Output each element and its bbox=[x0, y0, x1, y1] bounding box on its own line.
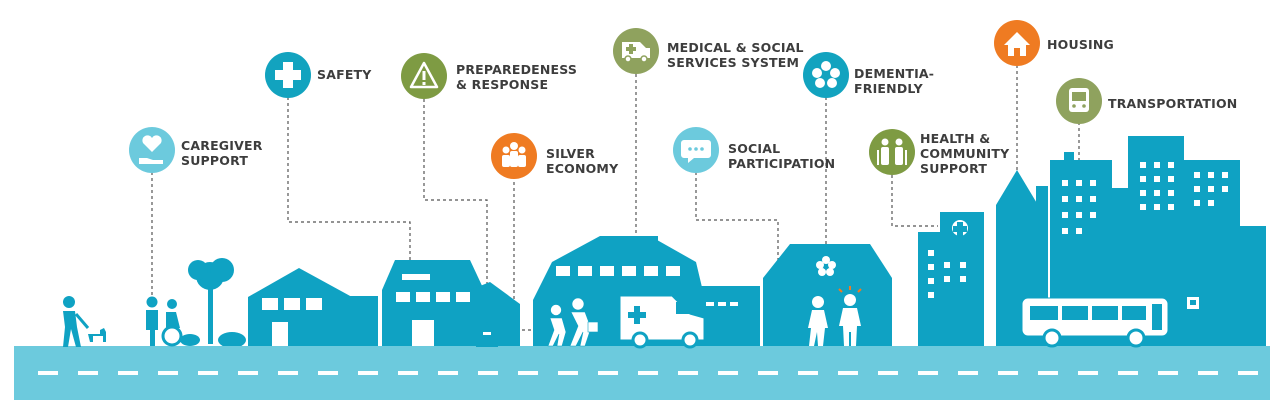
man-walking-dog bbox=[63, 296, 106, 347]
lane-dash bbox=[358, 371, 378, 375]
lane-dash bbox=[518, 371, 538, 375]
lane-dash bbox=[1038, 371, 1058, 375]
hospital-building bbox=[918, 232, 984, 346]
house-left-wing bbox=[338, 296, 378, 346]
lane-dash bbox=[278, 371, 298, 375]
lane-dash bbox=[318, 371, 338, 375]
people-icon bbox=[502, 142, 526, 167]
lane-dash bbox=[758, 371, 778, 375]
lane-dash bbox=[958, 371, 978, 375]
ambulance-icon bbox=[622, 42, 650, 63]
lane-dash bbox=[718, 371, 738, 375]
tree bbox=[180, 258, 246, 348]
house-two-story bbox=[382, 260, 484, 346]
lane-dash bbox=[1158, 371, 1178, 375]
heart-hand-icon bbox=[139, 135, 163, 164]
lane-dash bbox=[638, 371, 658, 375]
lane-dash bbox=[398, 371, 418, 375]
cross-icon bbox=[275, 62, 301, 88]
lane-dash bbox=[78, 371, 98, 375]
bus-icon bbox=[1069, 88, 1089, 112]
bus bbox=[1021, 297, 1169, 348]
housing-label: HOUSING bbox=[1047, 37, 1115, 52]
safety-label: SAFETY bbox=[317, 67, 372, 82]
caregiver-wheelchair bbox=[146, 296, 183, 347]
lane-dash bbox=[238, 371, 258, 375]
lane-dash bbox=[838, 371, 858, 375]
lane-dash bbox=[878, 371, 898, 375]
house-lean-to bbox=[470, 282, 520, 346]
lane-dash bbox=[1078, 371, 1098, 375]
connector-safety bbox=[287, 97, 411, 262]
alert-marks bbox=[838, 286, 862, 293]
lane-dash bbox=[118, 371, 138, 375]
lane-dash bbox=[798, 371, 818, 375]
connector-health bbox=[891, 175, 938, 227]
transportation-label: TRANSPORTATION bbox=[1108, 96, 1238, 111]
lane-dash bbox=[1238, 371, 1258, 375]
house-flower-icon bbox=[816, 256, 836, 276]
lane-dash bbox=[38, 371, 58, 375]
hospital-cross-icon bbox=[953, 222, 967, 236]
preparedness-label: PREPAREDENESS& RESPONSE bbox=[456, 62, 578, 92]
dementia-friendly-label: DEMENTIA-FRIENDLY bbox=[854, 66, 935, 96]
chimney bbox=[646, 236, 658, 254]
lane-dash bbox=[998, 371, 1018, 375]
lane-dash bbox=[478, 371, 498, 375]
ambulance bbox=[619, 295, 705, 349]
speech-bubble-icon bbox=[681, 140, 711, 163]
house-icon bbox=[1004, 32, 1030, 56]
road-markings bbox=[38, 371, 1258, 375]
lane-dash bbox=[438, 371, 458, 375]
warning-icon bbox=[409, 61, 439, 89]
lane-dash bbox=[598, 371, 618, 375]
elderly-couple-icon bbox=[877, 138, 907, 165]
skyscraper-5 bbox=[1236, 226, 1266, 346]
lane-dash bbox=[1118, 371, 1138, 375]
two-people bbox=[808, 294, 861, 346]
bus-stop-sign bbox=[1185, 295, 1201, 346]
antenna-1 bbox=[1064, 152, 1074, 162]
lane-dash bbox=[678, 371, 698, 375]
health-circle bbox=[869, 129, 915, 175]
lane-dash bbox=[1198, 371, 1218, 375]
walkers-with-briefcases bbox=[547, 297, 599, 347]
lane-dash bbox=[198, 371, 218, 375]
lane-dash bbox=[918, 371, 938, 375]
flower-icon bbox=[812, 61, 840, 88]
lane-dash bbox=[558, 371, 578, 375]
connector-preparedness bbox=[423, 99, 488, 325]
lane-dash bbox=[158, 371, 178, 375]
traffic-cone bbox=[476, 322, 498, 347]
